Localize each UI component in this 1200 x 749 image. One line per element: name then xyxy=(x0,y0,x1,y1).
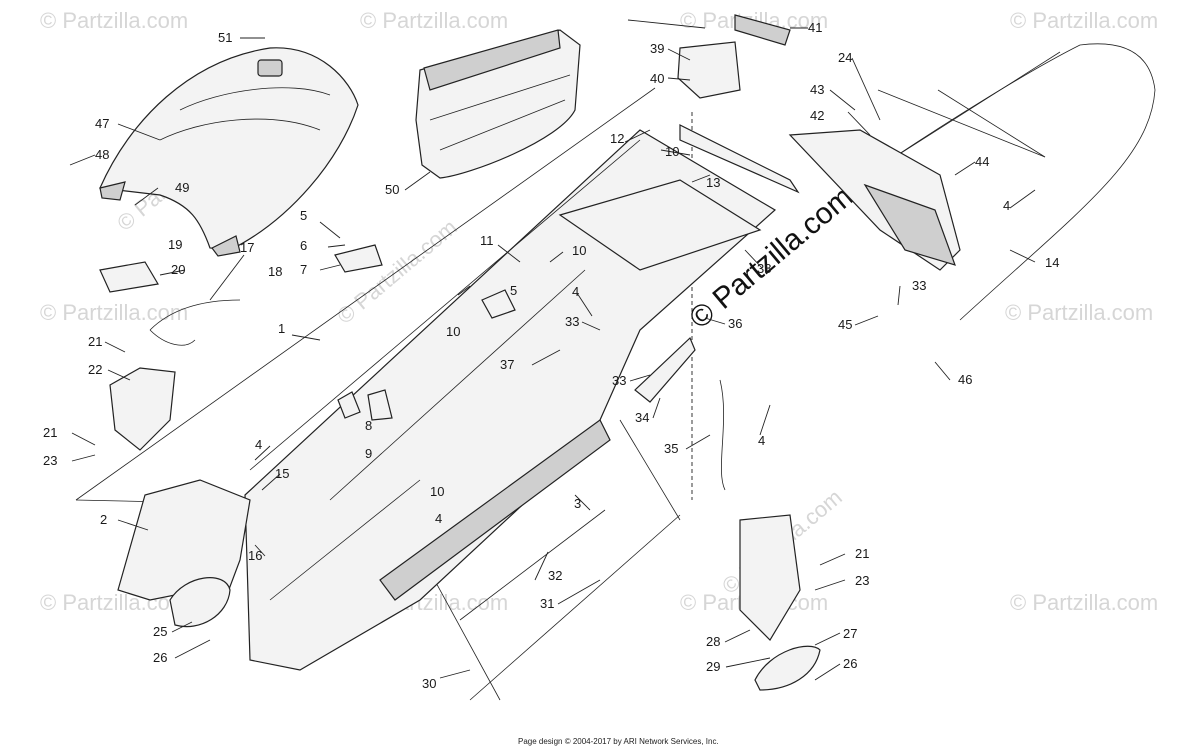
callout: 10 xyxy=(446,324,460,339)
callout: 16 xyxy=(248,548,262,563)
callout: 4 xyxy=(572,284,579,299)
callout: 4 xyxy=(1003,198,1010,213)
callout: 37 xyxy=(500,357,514,372)
callout: 27 xyxy=(843,626,857,641)
small-part-5 xyxy=(481,289,516,319)
callout: 33 xyxy=(612,373,626,388)
callout: 2 xyxy=(100,512,107,527)
front-bracket-part xyxy=(117,479,251,601)
callout: 4 xyxy=(255,437,262,452)
callout: 24 xyxy=(838,50,852,65)
callout: 47 xyxy=(95,116,109,131)
callout: 14 xyxy=(1045,255,1059,270)
callout: 10 xyxy=(665,144,679,159)
callout: 42 xyxy=(810,108,824,123)
grab-handle-part xyxy=(149,299,241,346)
callout-labels: 51 47 48 49 50 19 20 17 18 21 22 21 23 1… xyxy=(43,20,1059,691)
callout: 3 xyxy=(574,496,581,511)
seat-bag-part xyxy=(415,29,581,179)
callout: 28 xyxy=(706,634,720,649)
callout: 18 xyxy=(268,264,282,279)
callout: 20 xyxy=(171,262,185,277)
callout: 26 xyxy=(843,656,857,671)
callout: 33 xyxy=(912,278,926,293)
watermark: © Partzilla.com xyxy=(40,300,188,325)
callout: 49 xyxy=(175,180,189,195)
callout: 46 xyxy=(958,372,972,387)
callout: 10 xyxy=(572,243,586,258)
callout: 40 xyxy=(650,71,664,86)
small-part-8 xyxy=(337,391,361,419)
callout: 32 xyxy=(548,568,562,583)
callout: 26 xyxy=(153,650,167,665)
callout: 36 xyxy=(728,316,742,331)
callout: 5 xyxy=(510,283,517,298)
callout: 45 xyxy=(838,317,852,332)
callout: 9 xyxy=(365,446,372,461)
rail-part-32 xyxy=(459,509,606,621)
callout: 30 xyxy=(422,676,436,691)
rail-part-13 xyxy=(679,124,800,194)
leader-lines xyxy=(69,19,1036,681)
callout: 4 xyxy=(435,511,442,526)
callout: 1 xyxy=(278,321,285,336)
tunnel-part xyxy=(244,129,777,671)
footrest-part-left xyxy=(169,577,231,628)
callout: 33 xyxy=(565,314,579,329)
footer-copyright: Page design © 2004-2017 by ARI Network S… xyxy=(518,737,719,746)
watermark: © Partzilla.com xyxy=(40,8,188,33)
mount-bracket-part xyxy=(677,14,791,99)
plate-part-19 xyxy=(99,261,159,293)
callout: 6 xyxy=(300,238,307,253)
callout: 19 xyxy=(168,237,182,252)
callout: 50 xyxy=(385,182,399,197)
callout: 29 xyxy=(706,659,720,674)
rear-flap-part xyxy=(788,129,961,271)
plate-part-34 xyxy=(634,336,696,403)
heel-plate-part xyxy=(109,367,176,451)
callout: 48 xyxy=(95,147,109,162)
rail-part-31 xyxy=(469,514,681,701)
watermark: © Partzilla.com xyxy=(1005,300,1153,325)
callout: 12 xyxy=(610,131,624,146)
callout: 21 xyxy=(43,425,57,440)
callout: 22 xyxy=(88,362,102,377)
callout: 41 xyxy=(808,20,822,35)
rear-bumper-part xyxy=(889,43,1156,321)
callout: 34 xyxy=(635,410,649,425)
callout: 44 xyxy=(975,154,989,169)
watermark: © Partzilla.com xyxy=(360,8,508,33)
callout: 39 xyxy=(650,41,664,56)
callout: 25 xyxy=(153,624,167,639)
seat-part xyxy=(99,47,359,257)
callout: 8 xyxy=(365,418,372,433)
callout: 13 xyxy=(706,175,720,190)
callout: 31 xyxy=(540,596,554,611)
callout: 7 xyxy=(300,262,307,277)
watermark: © Partzilla.com xyxy=(1010,590,1158,615)
callout: 10 xyxy=(430,484,444,499)
callout: 23 xyxy=(855,573,869,588)
callout: 23 xyxy=(43,453,57,468)
callout: 43 xyxy=(810,82,824,97)
callout: 17 xyxy=(240,240,254,255)
callout: 15 xyxy=(275,466,289,481)
callout: 21 xyxy=(88,334,102,349)
running-board-part-right xyxy=(739,514,821,691)
strap-part-35 xyxy=(719,379,726,491)
small-part-9 xyxy=(367,389,393,421)
watermark: © Partzilla.com xyxy=(1010,8,1158,33)
callout: 11 xyxy=(480,233,494,248)
small-part-7 xyxy=(334,244,383,273)
callout: 51 xyxy=(218,30,232,45)
callout: 35 xyxy=(664,441,678,456)
callout: 5 xyxy=(300,208,307,223)
callout: 4 xyxy=(758,433,765,448)
callout: 38 xyxy=(757,261,771,276)
callout: 21 xyxy=(855,546,869,561)
